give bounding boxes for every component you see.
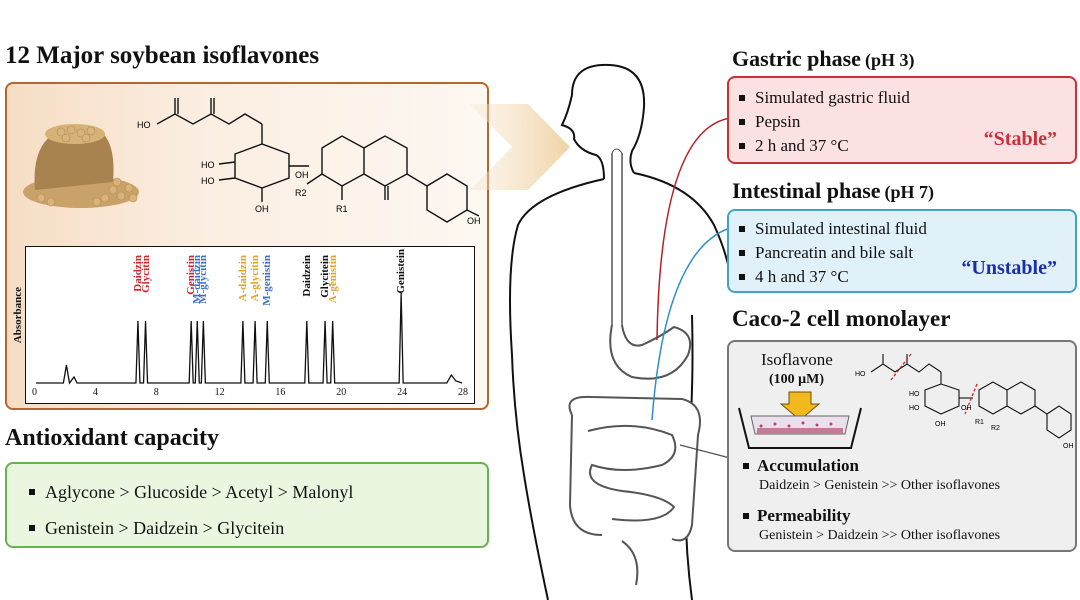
gastric-item-3: 2 h and 37 °C [737,134,849,158]
intestinal-item-2: Pancreatin and bile salt [737,241,913,265]
isoflavones-title: 12 Major soybean isoflavones [5,42,320,69]
intestinal-panel: Simulated intestinal fluid Pancreatin an… [727,209,1077,293]
isoflavone-label: Isoflavone [761,350,833,369]
caco-title: Caco-2 cell monolayer [732,306,951,331]
antioxidant-item-2: Genistein > Daidzein > Glycitein [27,516,284,540]
svg-text:OH: OH [295,170,309,180]
permeability-label: Permeability [743,506,850,526]
svg-text:HO: HO [909,405,920,412]
x-tick-12: 12 [214,387,225,398]
gastric-panel: Simulated gastric fluid Pepsin 2 h and 3… [727,76,1077,164]
accumulation-label: Accumulation [743,456,859,476]
chromatogram-trace [36,292,463,385]
gastric-ph: (pH 3) [864,50,915,70]
gastric-item-1: Simulated gastric fluid [737,86,910,110]
intestinal-status: “Unstable” [961,257,1057,279]
gastric-title: Gastric phase [732,46,861,71]
isoflavone-structure: HO HO HO OH OH OH R2 R1 [137,98,481,226]
gastric-header: Gastric phase (pH 3) [732,46,914,72]
x-tick-4: 4 [92,387,98,398]
peak-label-daidzein: Daidzein [300,255,313,297]
intestinal-ph: (pH 7) [884,182,935,202]
intestinal-item-3: 4 h and 37 °C [737,265,849,289]
svg-text:OH: OH [961,405,972,412]
peak-label-glycitin: Glycitin [139,255,152,293]
x-tick-28: 28 [458,387,468,398]
absorbance-axis-label: Absorbance [12,287,24,344]
svg-text:HO: HO [855,371,866,378]
svg-text:OH: OH [255,204,269,214]
intestinal-header: Intestinal phase (pH 7) [732,178,934,204]
peak-label-a-daidzin: A-daidzin [236,255,249,302]
gastric-status: “Stable” [983,128,1057,150]
svg-text:R2: R2 [991,425,1000,432]
antioxidant-title: Antioxidant capacity [5,425,220,451]
x-tick-0: 0 [32,387,37,398]
connector-lines [651,117,731,459]
x-tick-8: 8 [153,387,159,398]
peak-label-m-genistin: M-genistin [261,255,274,306]
intestinal-title: Intestinal phase [732,178,881,203]
svg-text:HO: HO [201,160,215,170]
x-tick-20: 20 [336,387,347,398]
svg-text:OH: OH [935,421,946,428]
svg-text:HO: HO [137,120,151,130]
x-tick-16: 16 [275,387,286,398]
human-body-illustration [509,63,733,600]
antioxidant-item-1: Aglycone > Glucoside > Acetyl > Malonyl [27,480,353,504]
x-tick-24: 24 [397,387,408,398]
gastric-item-2: Pepsin [737,110,800,134]
svg-text:R2: R2 [295,188,307,198]
svg-text:OH: OH [467,216,481,226]
svg-text:R1: R1 [336,204,348,214]
accumulation-text: Daidzein > Genistein >> Other isoflavone… [759,478,1001,493]
intestinal-item-1: Simulated intestinal fluid [737,217,927,241]
svg-text:R1: R1 [975,419,984,426]
isoflavone-structure-small: HO HO HO OH OH OH R1 R2 [855,353,1074,450]
permeability-text: Genistein > Daidzein >> Other isoflavone… [759,528,1001,543]
peak-label-genistein: Genistein [395,249,408,294]
transwell-illustration [738,391,862,449]
peak-label-a-genistin: A-genistin [326,255,339,304]
svg-text:HO: HO [909,391,920,398]
caco-panel: Isoflavone (100 μM) HO HO HO OH OH OH R1… [727,340,1077,552]
concentration-label: (100 μM) [769,372,824,387]
peak-label-m-glycitin: M-glycitin [197,255,210,304]
isoflavones-panel: HO HO HO OH OH OH R2 R1 Absorbance Daidz… [5,82,489,410]
svg-text:OH: OH [1063,443,1074,450]
flow-arrow [470,104,570,190]
peak-label-a-glycitin: A-glycitin [249,255,262,302]
antioxidant-panel: Aglycone > Glucoside > Acetyl > Malonyl … [5,462,489,548]
svg-text:HO: HO [201,176,215,186]
soybean-sack-image [23,124,139,208]
